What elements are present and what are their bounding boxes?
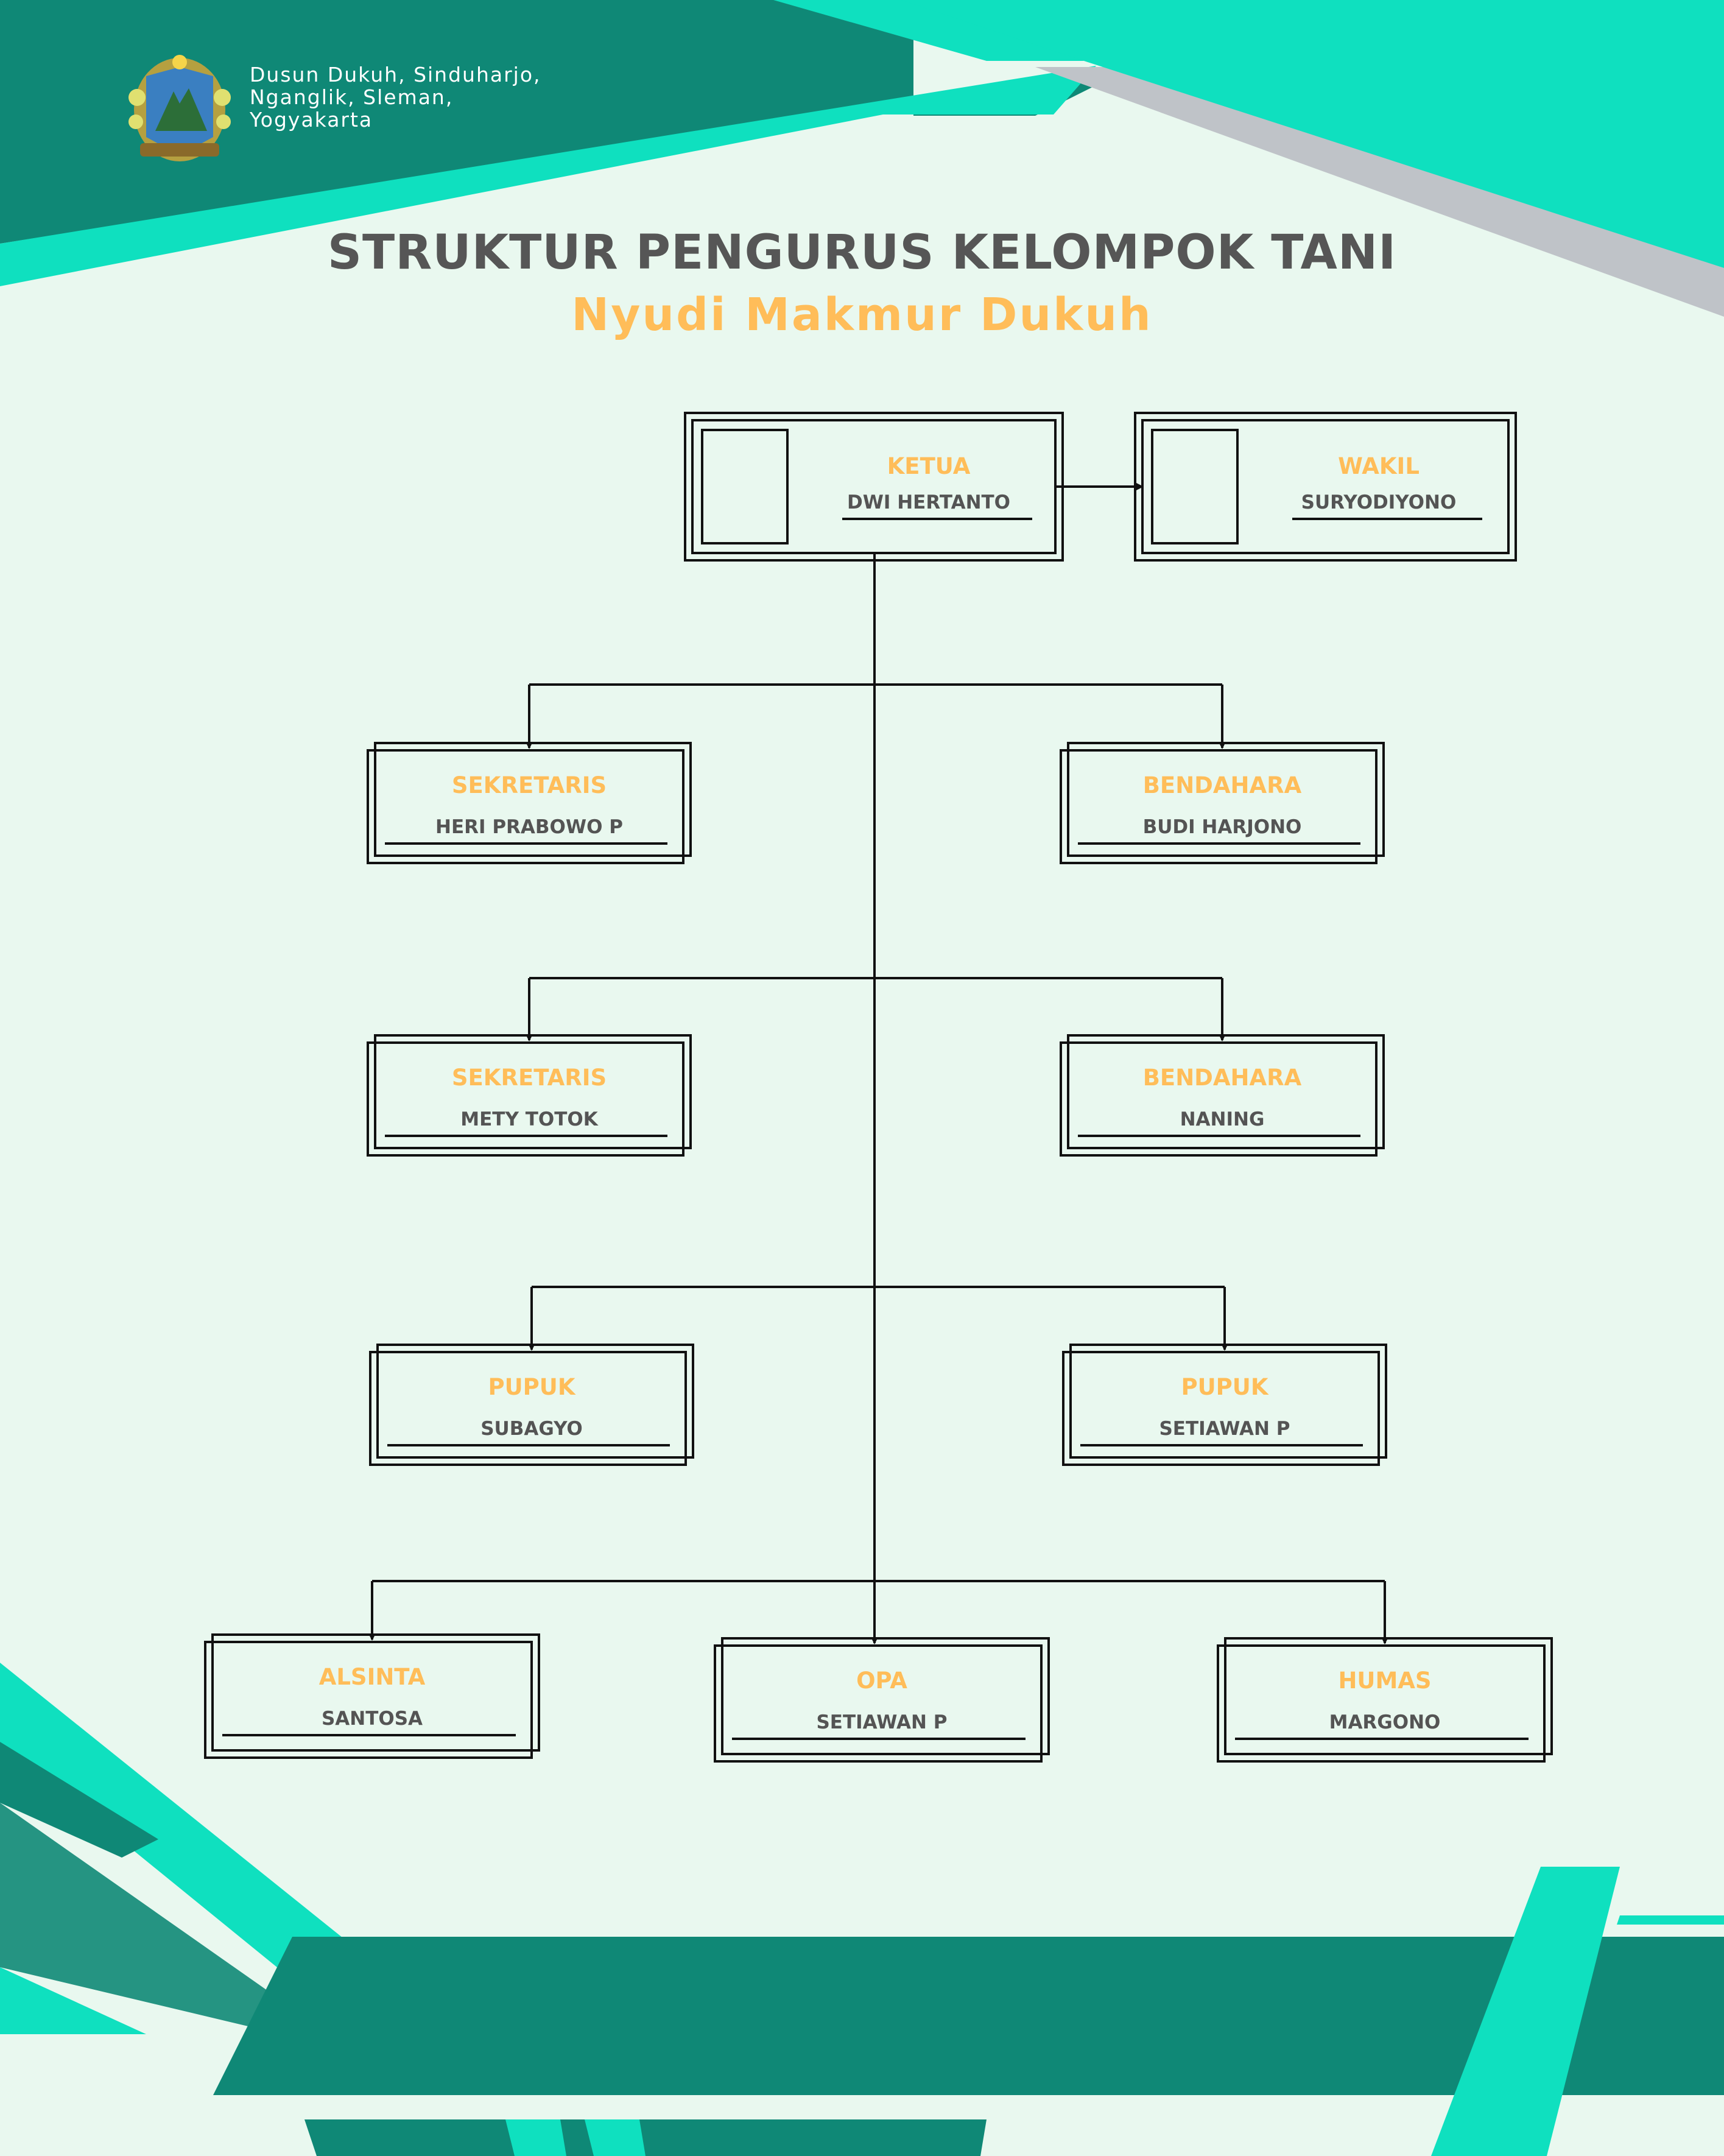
node-frame-outer [1134, 412, 1517, 562]
node-role: OPA [856, 1668, 907, 1694]
node-role: PUPUK [1181, 1374, 1269, 1400]
node-name: DWI HERTANTO [847, 491, 1010, 513]
node-role: SEKRETARIS [452, 1065, 607, 1091]
org-node-pupuk-2: PUPUK SETIAWAN P [1062, 1344, 1387, 1466]
node-name: SANTOSA [322, 1708, 423, 1730]
org-node-alsinta: ALSINTA SANTOSA [204, 1633, 540, 1759]
org-node-pupuk-1: PUPUK SUBAGYO [369, 1344, 694, 1466]
node-role: ALSINTA [319, 1664, 426, 1690]
node-frame-outer [1069, 1344, 1387, 1459]
node-frame-inner [1060, 749, 1377, 864]
sleman-regency-crest-icon [128, 55, 231, 161]
node-frame-inner [367, 749, 684, 864]
node-frame-inner [367, 1041, 684, 1157]
node-frame-outer [374, 1034, 692, 1149]
node-frame-outer [721, 1637, 1050, 1755]
node-frame-inner [714, 1644, 1043, 1763]
node-name: MARGONO [1329, 1711, 1441, 1733]
header-corner-triangle [901, 0, 1724, 268]
node-role: SEKRETARIS [452, 772, 607, 798]
footer-right-slant [1431, 1867, 1620, 2156]
address-line: Nganglik, Sleman, [250, 85, 454, 109]
address-block: Dusun Dukuh, Sinduharjo, Nganglik, Slema… [250, 63, 591, 131]
org-node-sekretaris-2: SEKRETARIS METY TOTOK [367, 1034, 692, 1157]
footer-right-line [1617, 1915, 1724, 1925]
node-name: SETIAWAN P [816, 1711, 947, 1733]
footer-bottom-bar [304, 2119, 987, 2156]
page-title: STRUKTUR PENGURUS KELOMPOK TANI [327, 225, 1397, 280]
header-gray-band [1035, 67, 1724, 317]
address-line: Dusun Dukuh, Sinduharjo, [250, 63, 541, 86]
address-line: Yogyakarta [250, 108, 373, 132]
node-role: WAKIL [1338, 453, 1420, 479]
org-node-ketua: KETUA DWI HERTANTO [684, 412, 1064, 562]
footer-left-stripe-4 [0, 1967, 146, 2034]
node-frame-outer [1224, 1637, 1553, 1755]
photo-placeholder [701, 429, 789, 544]
node-role: KETUA [887, 453, 971, 479]
org-node-bendahara-1: BENDAHARA BUDI HARJONO [1060, 742, 1385, 864]
footer-left-stripe-2 [0, 1742, 158, 1858]
node-frame-inner [204, 1641, 533, 1759]
photo-placeholder [1151, 429, 1239, 544]
node-frame-inner [1060, 1041, 1377, 1157]
node-frame-outer [1067, 742, 1385, 857]
node-name: HERI PRABOWO P [435, 816, 623, 838]
header-bright-strip [0, 66, 1096, 286]
header-bright-wedge [773, 0, 1084, 61]
node-name: NANING [1180, 1108, 1265, 1130]
node-role: PUPUK [488, 1374, 576, 1400]
node-frame-outer [684, 412, 1064, 562]
org-node-opa: OPA SETIAWAN P [714, 1637, 1050, 1763]
node-role: HUMAS [1338, 1668, 1431, 1694]
footer-bottom-tab-3 [670, 2119, 792, 2156]
org-node-bendahara-2: BENDAHARA NANING [1060, 1034, 1385, 1157]
node-frame-inner [691, 419, 1057, 554]
node-role: BENDAHARA [1143, 1065, 1302, 1091]
node-frame-inner [369, 1351, 687, 1466]
node-name: METY TOTOK [460, 1108, 598, 1130]
node-name: SURYODIYONO [1301, 491, 1457, 513]
org-chart-nodes: KETUA DWI HERTANTO WAKIL SURYODIYONO SEKRETA… [204, 412, 1553, 1763]
page-subtitle: Nyudi Makmur Dukuh [571, 289, 1153, 341]
node-name: BUDI HARJONO [1143, 816, 1302, 838]
node-frame-inner [1062, 1351, 1380, 1466]
footer-dark-bar [213, 1937, 1724, 2095]
org-node-humas: HUMAS MARGONO [1217, 1637, 1553, 1763]
node-role: BENDAHARA [1143, 772, 1302, 798]
node-frame-outer [374, 742, 692, 857]
node-frame-outer [211, 1633, 540, 1752]
node-frame-outer [1067, 1034, 1385, 1149]
node-frame-outer [376, 1344, 694, 1459]
footer-bottom-tab-2 [585, 2119, 646, 2156]
node-name: SETIAWAN P [1159, 1418, 1290, 1440]
node-frame-inner [1217, 1644, 1546, 1763]
org-chart-connectors [368, 483, 1388, 1644]
footer-left-stripe-3 [0, 1803, 286, 2028]
node-frame-inner [1141, 419, 1510, 554]
org-node-sekretaris-1: SEKRETARIS HERI PRABOWO P [367, 742, 692, 864]
node-name: SUBAGYO [480, 1418, 583, 1440]
org-node-wakil: WAKIL SURYODIYONO [1134, 412, 1517, 562]
footer-bottom-tab-1 [505, 2119, 566, 2156]
header-dark-band [0, 0, 1133, 244]
